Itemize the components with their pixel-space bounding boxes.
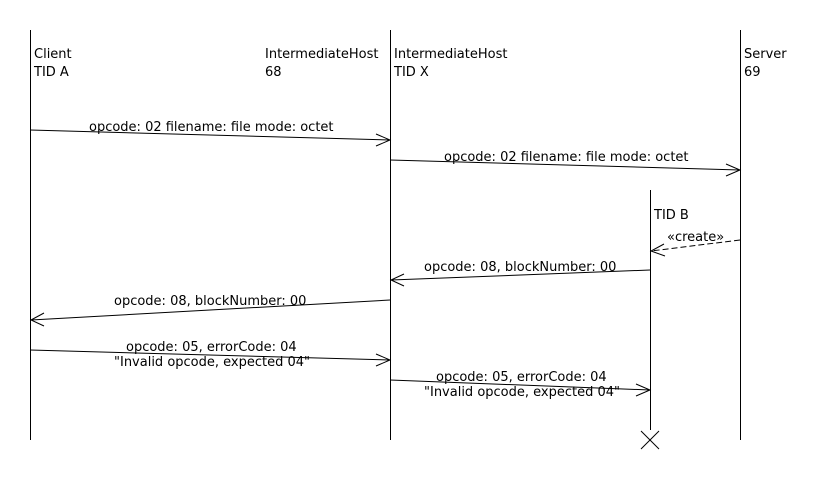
- lifeline-intermediate-host-tid-x-name: IntermediateHost: [394, 47, 507, 62]
- destroy-marker-icon: [640, 430, 660, 450]
- lifeline-client-name: Client: [34, 47, 72, 62]
- message-label-5-line-1: opcode: 05, errorCode: 04: [126, 340, 297, 355]
- lifeline-intermediate-host-68-name: IntermediateHost: [265, 47, 378, 62]
- message-label-4: opcode: 08, blockNumber: 00: [114, 294, 306, 309]
- lifeline-server-port: 69: [744, 65, 761, 80]
- create-message-label: «create»: [667, 230, 724, 245]
- message-arrow-1: [29, 129, 391, 141]
- message-label-1: opcode: 02 filename: file mode: octet: [89, 120, 334, 135]
- lifeline-intermediate-host-68-port: 68: [265, 65, 282, 80]
- message-label-6-line-1: opcode: 05, errorCode: 04: [436, 370, 607, 385]
- message-arrow-4: [30, 299, 391, 321]
- arrowhead-1: [375, 133, 392, 147]
- arrowhead-3: [389, 273, 405, 287]
- arrowhead-6: [635, 383, 652, 397]
- message-arrow-5: [29, 349, 391, 361]
- lifeline-tid-b-name: TID B: [653, 208, 689, 223]
- message-arrow-3: [390, 269, 651, 281]
- arrowhead-4: [29, 312, 45, 327]
- message-arrow-2: [389, 159, 741, 171]
- create-arrowhead: [649, 243, 666, 257]
- lifeline-server-name: Server: [744, 47, 787, 62]
- arrowhead-5: [375, 353, 392, 367]
- message-arrow-6: [389, 379, 651, 391]
- create-message-arrow: [650, 239, 741, 252]
- message-label-5-line-2: "Invalid opcode, expected 04": [114, 355, 310, 370]
- lifeline-intermediate-host-tid-x-tid: TID X: [393, 65, 429, 80]
- message-label-3: opcode: 08, blockNumber: 00: [424, 260, 616, 275]
- message-label-2: opcode: 02 filename: file mode: octet: [444, 150, 689, 165]
- message-label-6-line-2: "Invalid opcode, expected 04": [424, 385, 620, 400]
- lifeline-client-tid: TID A: [33, 65, 69, 80]
- arrowhead-2: [725, 163, 742, 177]
